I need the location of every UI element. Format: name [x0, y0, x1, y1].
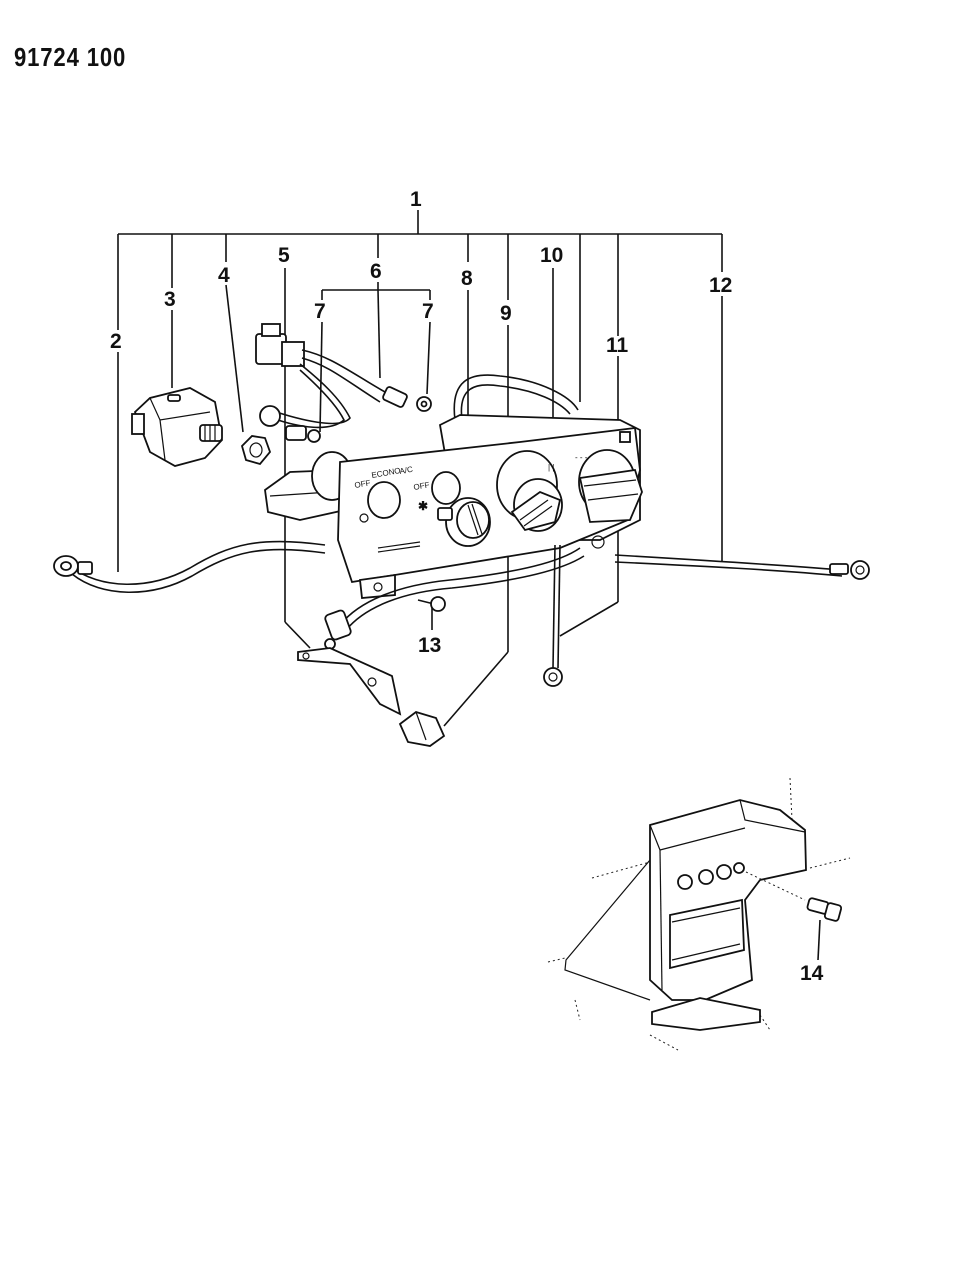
bracket-plate: [297, 647, 402, 716]
callout-7-right: 7: [422, 300, 434, 323]
callout-labels: 1 2 3 4 5 6 7 7 8 9 10 11 12 13 14: [110, 188, 824, 985]
nut-4: [240, 435, 272, 466]
svg-text:| |: | |: [548, 463, 554, 472]
callout-4: 4: [218, 264, 230, 287]
panel-text-ac: A/C: [399, 465, 414, 476]
panel-text-off: OFF: [354, 478, 371, 490]
knob-9: [398, 711, 446, 747]
callout-3: 3: [164, 288, 176, 311]
cable-12: [614, 554, 870, 580]
callout-8: 8: [461, 267, 473, 290]
callout-10: 10: [540, 244, 563, 267]
blower-switch-3: [131, 387, 223, 467]
screw-13: [417, 596, 446, 612]
callout-14: 14: [800, 962, 824, 985]
callout-11: 11: [606, 334, 629, 357]
cable-5: [324, 547, 585, 650]
document-number: 91724 100: [14, 42, 127, 72]
wiring-harness-6: [255, 323, 432, 443]
callout-13: 13: [418, 634, 441, 657]
temperature-cable-2: [53, 540, 326, 594]
callout-12: 12: [709, 274, 732, 297]
callout-1: 1: [410, 188, 422, 211]
blower-knob-8: [437, 497, 491, 547]
callout-9: 9: [500, 302, 512, 325]
cable-11: [543, 544, 563, 687]
panel-text-off2: OFF: [413, 480, 430, 492]
mode-knob-10: | |: [496, 450, 563, 532]
temperature-knob: - - -: [575, 431, 643, 523]
callout-6: 6: [370, 260, 382, 283]
dashboard-location-view: [547, 777, 851, 1051]
callout-5: 5: [278, 244, 290, 267]
callout-2: 2: [110, 330, 122, 353]
svg-text:✱: ✱: [418, 499, 428, 513]
callout-7-left: 7: [314, 300, 326, 323]
svg-text:- - -: - - -: [575, 453, 588, 462]
